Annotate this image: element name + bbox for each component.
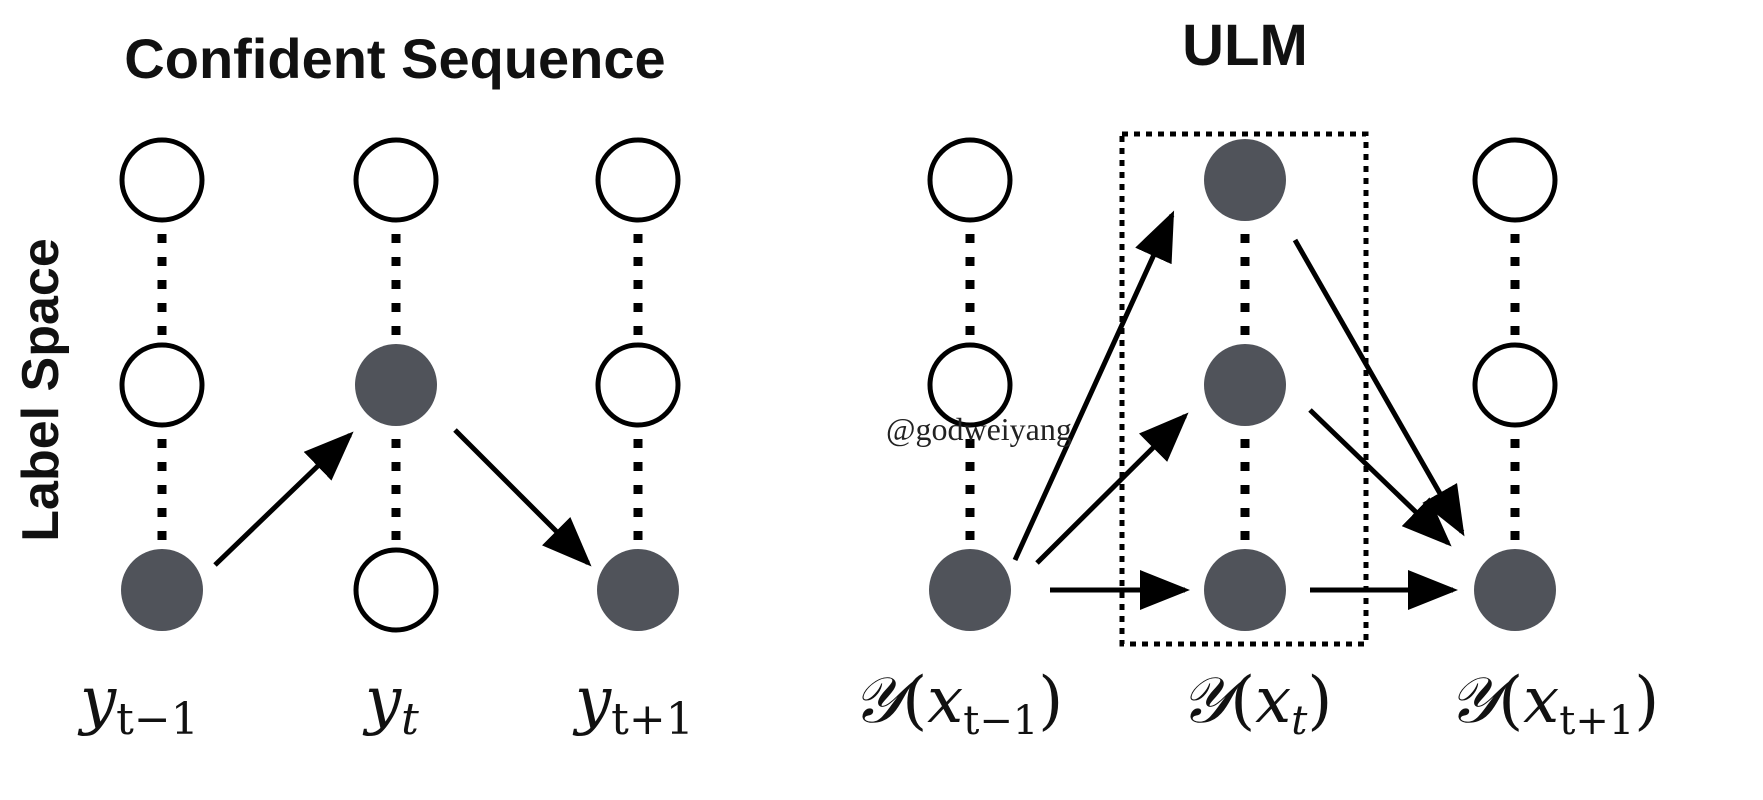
transition-arrow: [1308, 408, 1452, 547]
inactive-label-node: [595, 137, 681, 223]
inactive-label-node: [927, 342, 1013, 428]
active-label-node: [1204, 139, 1286, 221]
selection-box: [1119, 131, 1369, 647]
inactive-label-node: [119, 137, 205, 223]
active-label-node: [1204, 344, 1286, 426]
transition-arrow: [1012, 210, 1175, 562]
right-col-label-1: 𝒴(xt): [1180, 664, 1332, 744]
inactive-label-node: [353, 547, 439, 633]
transition-arrow: [453, 428, 592, 567]
dotted-connectors: [157, 234, 1520, 544]
inactive-label-node: [595, 342, 681, 428]
right-col-label-0: 𝒴(xt−1): [852, 664, 1063, 744]
label-nodes: [119, 137, 1558, 633]
inactive-label-node: [353, 137, 439, 223]
active-label-node: [1474, 549, 1556, 631]
inactive-label-node: [1472, 137, 1558, 223]
left-col-label-1: yt: [362, 664, 419, 745]
transition-arrow: [1292, 238, 1465, 537]
left-col-label-0: yt−1: [77, 664, 199, 745]
transition-arrow: [1035, 412, 1189, 565]
transition-arrows: [213, 210, 1465, 610]
active-label-node: [121, 549, 203, 631]
active-label-node: [355, 344, 437, 426]
active-label-node: [597, 549, 679, 631]
active-label-node: [1204, 549, 1286, 631]
left-col-label-2: yt+1: [572, 664, 694, 745]
right-col-label-2: 𝒴(xt+1): [1448, 664, 1659, 744]
inactive-label-node: [927, 137, 1013, 223]
right-panel-title: ULM: [1182, 13, 1308, 78]
inactive-label-node: [1472, 342, 1558, 428]
transition-arrow: [213, 431, 354, 567]
active-label-node: [929, 549, 1011, 631]
inactive-label-node: [119, 342, 205, 428]
left-panel-title: Confident Sequence: [124, 27, 665, 90]
label-space-axis-label: Label Space: [12, 238, 70, 541]
watermark-text: @godweiyang: [886, 411, 1072, 447]
